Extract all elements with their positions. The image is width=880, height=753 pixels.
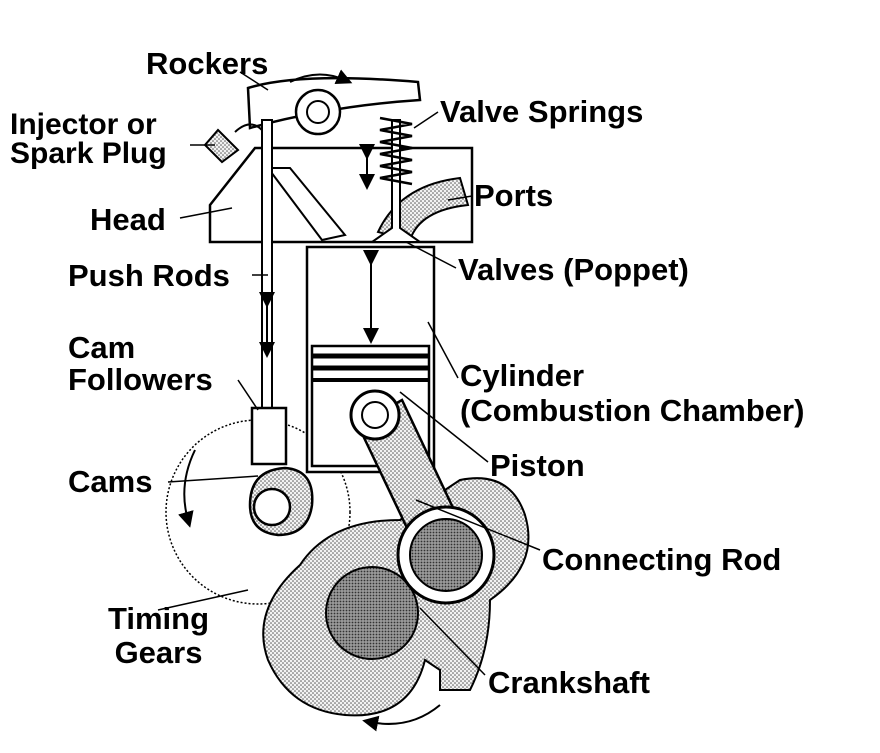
label-ports: Ports [474,178,554,213]
label-cam-followers-line1: Cam [68,330,136,365]
spark-plug-wire [234,123,263,133]
label-connecting-rod: Connecting Rod [542,542,782,577]
label-rockers: Rockers [146,46,269,81]
leader-crankshaft [419,607,486,676]
label-cylinder: Cylinder (Combustion Chamber) [460,358,804,428]
label-cams: Cams [68,464,153,499]
label-crankshaft: Crankshaft [488,665,650,700]
cam-follower [250,406,288,466]
label-cam-followers-line2: Followers [68,362,213,397]
leader-lines [157,71,541,676]
label-valve-springs: Valve Springs [440,94,644,129]
label-cam-followers: Cam Followers [68,332,213,396]
spark-plug [203,128,240,164]
label-injector-or-spark-plug: Injector or Spark Plug [10,108,167,170]
leader-cams [167,475,259,483]
leader-rockers [239,71,269,91]
label-head: Head [90,202,166,237]
label-injector-line1: Injector or [10,108,157,141]
leader-cylinder [427,321,459,379]
label-timing-gears: Timing Gears [108,602,209,670]
valve-spring [379,116,413,186]
leader-connecting-rod [415,499,541,551]
label-timing-gears-line2: Gears [114,635,203,670]
cam-rotation-arrow [178,449,196,528]
leader-ports [447,195,473,201]
leader-cam-followers [237,379,259,411]
rocker-shaft-bore [306,100,330,124]
label-injector-line2: Spark Plug [10,137,167,170]
label-cylinder-line2: (Combustion Chamber) [460,393,805,428]
leader-valve-springs [413,111,439,129]
crankshaft-journal [325,566,419,660]
head-passage [266,167,347,242]
label-valves-poppet: Valves (Poppet) [458,252,689,287]
crank-pin [409,518,483,592]
push-rod [261,119,273,411]
leader-piston [399,391,489,463]
rocker-rotation-arrow [289,69,353,85]
label-piston: Piston [490,448,585,483]
label-timing-gears-line1: Timing [108,601,210,636]
label-push-rods: Push Rods [68,258,230,293]
wrist-pin-inner [361,401,389,429]
crank-rotation-arrow [362,704,441,732]
label-cylinder-line1: Cylinder [460,358,585,393]
camshaft [252,487,292,527]
leader-timing-gears [157,589,249,611]
leader-head [179,207,233,219]
leader-valves [405,241,457,269]
